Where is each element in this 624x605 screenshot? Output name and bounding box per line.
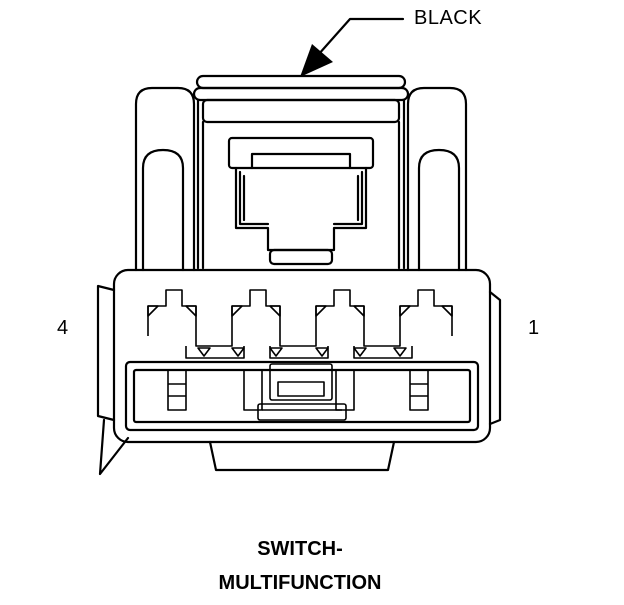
pin-number-right: 1: [528, 317, 540, 339]
connector-top-cap: [192, 74, 410, 270]
terminal-cavities: [147, 289, 453, 421]
connector-latch: [227, 136, 375, 266]
connector-housing: [96, 268, 502, 476]
callout-label: BLACK: [414, 7, 483, 29]
pin-number-left: 4: [57, 317, 69, 339]
connector-side-towers: [134, 86, 468, 272]
diagram-title-line2: MULTIFUNCTION: [218, 572, 382, 594]
callout-leader: [300, 17, 405, 77]
diagram-title-line1: SWITCH-: [257, 538, 343, 560]
